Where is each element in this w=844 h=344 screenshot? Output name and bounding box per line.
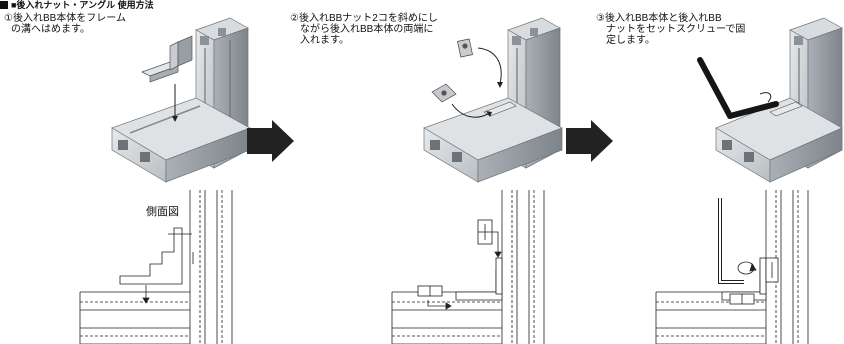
side-view-1 <box>79 190 233 344</box>
step-1-caption: ①後入れBB本体をフレーム の溝へはめます。 <box>4 13 126 35</box>
step-1-frame-illustration <box>111 17 251 183</box>
step-2-line-3: 入れます。 <box>300 35 349 46</box>
step-3-line-2: ナットをセットスクリューで固 <box>606 24 746 35</box>
hex-key-icon <box>697 57 779 119</box>
step-1-line-2: の溝へはめます。 <box>11 24 90 35</box>
step-arrow-2-right-arrow-icon <box>566 120 613 162</box>
side-view-3 <box>655 190 809 344</box>
side-view-label: 側面図 <box>146 206 179 218</box>
step-2-caption: ②後入れBBナット2コを斜めにし ながら後入れBB本体の両端に 入れます。 <box>290 13 438 46</box>
step-2-line-2: ながら後入れBB本体の両端に <box>300 24 434 35</box>
step-3-caption: ③後入れBB本体と後入れBB ナットをセットスクリューで固 定します。 <box>596 13 745 46</box>
step-2-frame-illustration <box>423 17 563 183</box>
side-view-2 <box>391 190 545 344</box>
step-3-line-1: ③後入れBB本体と後入れBB <box>596 13 722 24</box>
page-title: ■後入れナット・アングル 使用方法 <box>11 0 154 10</box>
step-arrow-1-right-arrow-icon <box>247 120 294 162</box>
page-header: ■後入れナット・アングル 使用方法 <box>0 0 154 10</box>
step-3-frame-illustration <box>697 17 843 183</box>
rotation-icon <box>759 92 772 103</box>
step-1-line-1: ①後入れBB本体をフレーム <box>4 13 127 24</box>
title-square-icon <box>0 1 8 9</box>
step-2-line-1: ②後入れBBナット2コを斜めにし <box>290 13 438 24</box>
step-3-line-3: 定します。 <box>606 35 655 46</box>
bb-nut-lower <box>431 83 457 103</box>
bb-nut-upper <box>457 38 473 58</box>
